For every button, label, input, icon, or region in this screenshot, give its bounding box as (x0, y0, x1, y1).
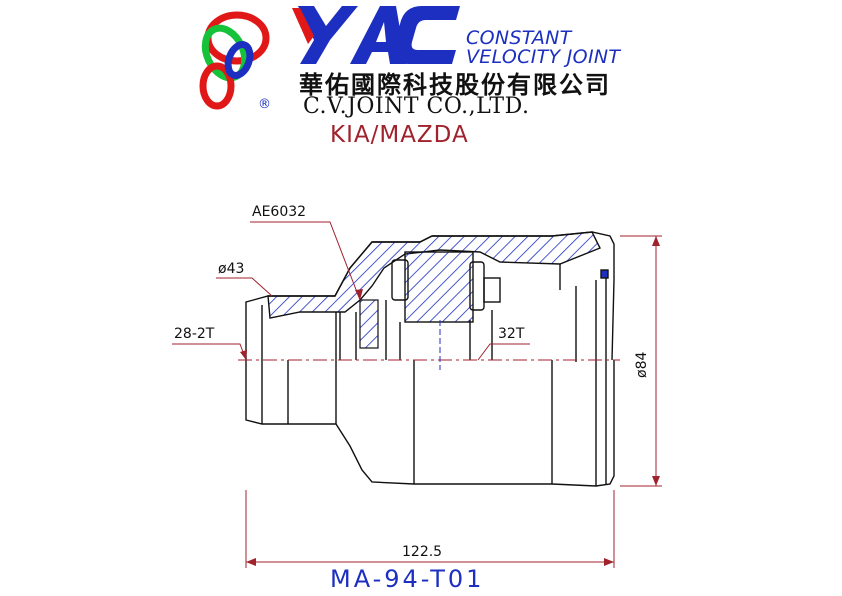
label-outer-spline: 28-2T (174, 326, 215, 342)
dimension-arrowheads (240, 236, 660, 566)
registered-mark: ® (258, 97, 271, 112)
company-name-english: C.V.JOINT CO.,LTD. (303, 94, 530, 119)
company-name-chinese: 華佑國際科技股份有限公司 (299, 70, 611, 99)
tagline-constant: CONSTANT (466, 27, 572, 49)
joint-section-hatch (267, 231, 601, 349)
label-overall-length: 122.5 (402, 544, 442, 560)
yac-rings-logo-icon: ® (199, 11, 271, 112)
tagline-velocity-joint: VELOCITY JOINT (466, 46, 621, 68)
cv-joint-technical-drawing: AE6032 ø43 28-2T 32T ø84 122.5 (172, 204, 662, 568)
part-number: MA-94-T01 (330, 565, 485, 593)
label-shaft-diameter: ø43 (218, 261, 244, 277)
joint-outline (245, 231, 615, 487)
leader-lines (172, 221, 662, 568)
vehicle-application: KIA/MAZDA (330, 122, 469, 148)
label-inner-spline: 32T (498, 326, 525, 342)
yac-brand-logo-icon (292, 6, 460, 64)
label-outer-diameter: ø84 (634, 352, 650, 378)
label-abs-code: AE6032 (252, 204, 306, 220)
